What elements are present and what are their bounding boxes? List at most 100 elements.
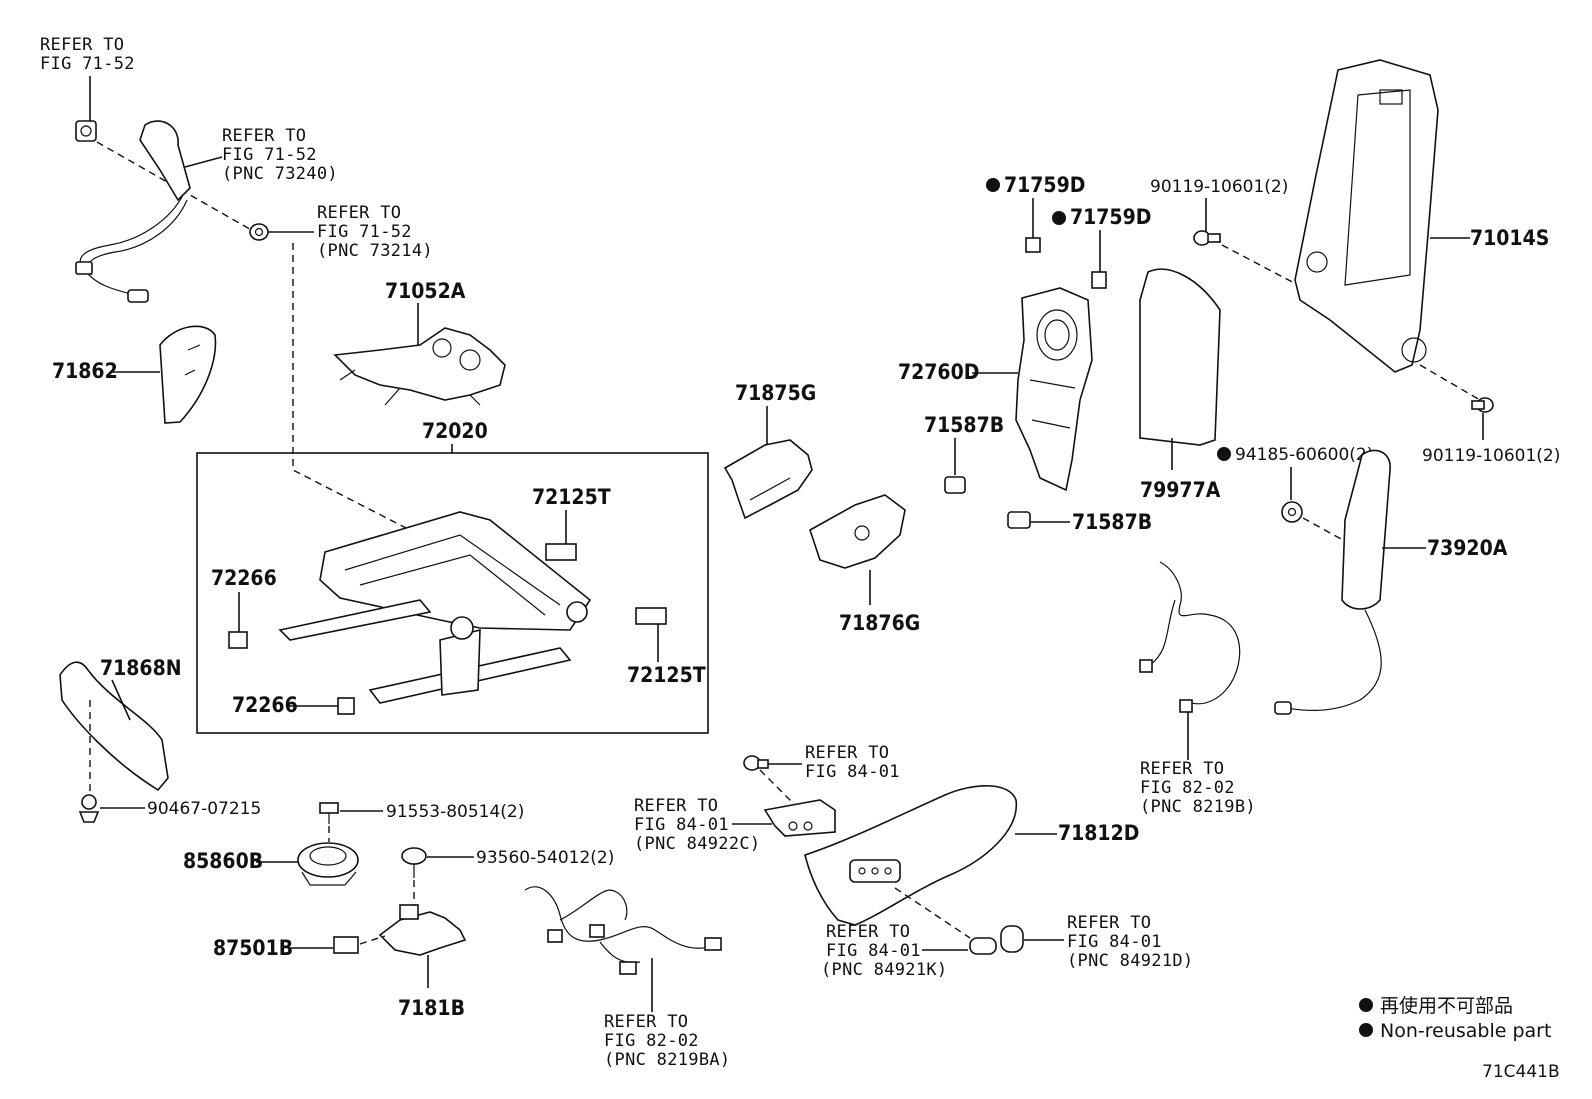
seatback-frame-part [1294, 59, 1439, 373]
part-number-71014S: 71014S [1470, 226, 1549, 250]
seat-track-frame-part [278, 511, 592, 704]
adjuster-motor-part [333, 327, 506, 406]
non-reusable-mark [1052, 211, 1066, 225]
part-number-73920A: 73920A [1427, 536, 1508, 560]
ref-line: (PNC 8219BA) [604, 1050, 730, 1070]
part-number-72266-upper: 72266 [211, 566, 277, 590]
part-number-71862: 71862 [52, 359, 118, 383]
ref-line: REFER TO [40, 35, 124, 55]
legend-english: Non-reusable part [1380, 1020, 1551, 1042]
hinge-cover-part [809, 494, 906, 569]
recliner-knob-part [75, 120, 191, 303]
bolt-part [1193, 230, 1221, 246]
clip-fastener-part [78, 794, 100, 823]
ref-fig-82-02-pnc-8219BA: REFER TO FIG 82-02 (PNC 8219BA) [604, 1012, 730, 1070]
part-number-71812D: 71812D [1058, 821, 1139, 845]
front-cover-part [59, 661, 169, 792]
bolt-part [1471, 397, 1494, 413]
ref-line: FIG 71-52 [317, 222, 412, 242]
part-number-72760D: 72760D [898, 360, 979, 384]
clip-part [635, 607, 667, 625]
non-reusable-mark [1217, 447, 1231, 461]
ref-fig-84-01-pnc-84922C: REFER TO FIG 84-01 (PNC 84922C) [634, 796, 760, 854]
ref-fig-82-02-pnc-8219B: REFER TO FIG 82-02 (PNC 8219B) [1140, 759, 1256, 817]
clip-part [545, 543, 577, 561]
side-shield-part [804, 785, 1017, 926]
ref-line: FIG 82-02 [604, 1031, 699, 1051]
nut-part [1091, 271, 1107, 289]
ref-line: REFER TO [826, 922, 910, 942]
seatback-pad-part [1139, 268, 1221, 446]
ref-line: REFER TO [805, 743, 889, 763]
part-number-71759D-a: 71759D [1004, 173, 1085, 197]
part-number-94185: 94185-60600(2) [1235, 445, 1373, 465]
washer-part [1281, 501, 1303, 523]
switch-knob-part [969, 937, 997, 955]
part-number-72125T-upper: 72125T [532, 485, 611, 509]
part-number-71759D-b: 71759D [1070, 205, 1151, 229]
non-reusable-mark [986, 178, 1000, 192]
nut-part [1025, 237, 1041, 253]
nut-part [75, 120, 97, 142]
ref-fig-71-52-pnc-73214: REFER TO FIG 71-52 (PNC 73214) [317, 203, 433, 261]
wire-harness-part [1139, 561, 1241, 713]
ref-line: FIG 84-01 [826, 941, 921, 961]
ref-line: REFER TO [1140, 759, 1224, 779]
legend: 再使用不可部品 Non-reusable part [1359, 995, 1551, 1042]
part-number-71587B-a: 71587B [924, 413, 1004, 437]
ref-line: (PNC 84922C) [634, 834, 760, 854]
non-reusable-mark [1359, 1023, 1373, 1037]
hinge-cover-part [723, 439, 813, 520]
part-number-79977A: 79977A [1140, 478, 1221, 502]
ref-line: REFER TO [1067, 913, 1151, 933]
clip-part [228, 631, 248, 649]
ref-fig-84-01-pnc-84921D: REFER TO FIG 84-01 (PNC 84921D) [1067, 913, 1193, 971]
part-number-90119-lower: 90119-10601(2) [1422, 446, 1560, 466]
figure-code: 71C441B [1482, 1062, 1560, 1082]
ref-line: (PNC 73240) [222, 164, 338, 184]
connector-part [333, 936, 359, 954]
part-number-93560: 93560-54012(2) [476, 848, 614, 868]
ref-fig-84-01: REFER TO FIG 84-01 [805, 743, 900, 782]
ref-line: REFER TO [634, 796, 718, 816]
part-number-7181B: 7181B [398, 996, 465, 1020]
screw-part [743, 755, 769, 771]
part-number-71875G: 71875G [735, 381, 816, 405]
sensor-part [297, 842, 359, 886]
ref-line: FIG 84-01 [1067, 932, 1162, 952]
bracket-part [378, 904, 467, 956]
screw-part [401, 847, 427, 878]
assembly-boundary [196, 452, 709, 734]
side-cover-part [159, 325, 217, 424]
part-number-71052A: 71052A [385, 279, 466, 303]
ref-line: FIG 84-01 [805, 762, 900, 782]
bolt-part [319, 802, 339, 824]
ref-line: FIG 71-52 [40, 54, 135, 74]
part-number-90119-upper: 90119-10601(2) [1150, 177, 1288, 197]
ref-line: FIG 84-01 [634, 815, 729, 835]
side-airbag-bracket-part [1015, 287, 1093, 492]
clip-part [1007, 511, 1031, 529]
legend-japanese: 再使用不可部品 [1380, 995, 1513, 1017]
part-number-71587B-b: 71587B [1072, 510, 1152, 534]
clip-part [944, 476, 966, 494]
part-number-90467: 90467-07215 [147, 799, 261, 819]
headrest-guide-part [1274, 449, 1391, 715]
part-number-72020: 72020 [422, 419, 488, 443]
ref-fig-71-52-top: REFER TO FIG 71-52 [40, 35, 135, 74]
ref-line: (PNC 8219B) [1140, 797, 1256, 817]
part-number-72266-lower: 72266 [232, 693, 298, 717]
non-reusable-mark [1359, 998, 1373, 1012]
ref-line: (PNC 84921D) [1067, 951, 1193, 971]
ref-line: REFER TO [222, 126, 306, 146]
part-number-85860B: 85860B [183, 849, 263, 873]
wire-harness-part [524, 886, 722, 975]
switch-bracket-part [763, 799, 836, 837]
ref-fig-71-52-pnc-73240: REFER TO FIG 71-52 (PNC 73240) [222, 126, 338, 184]
switch-knob-part [1000, 925, 1024, 953]
part-number-91553: 91553-80514(2) [386, 802, 524, 822]
ref-line: (PNC 73214) [317, 241, 433, 261]
ref-line: (PNC 84921K) [821, 960, 947, 980]
part-number-87501B: 87501B [213, 936, 293, 960]
ref-fig-84-01-pnc-84921K: REFER TO FIG 84-01 (PNC 84921K) [821, 922, 947, 980]
